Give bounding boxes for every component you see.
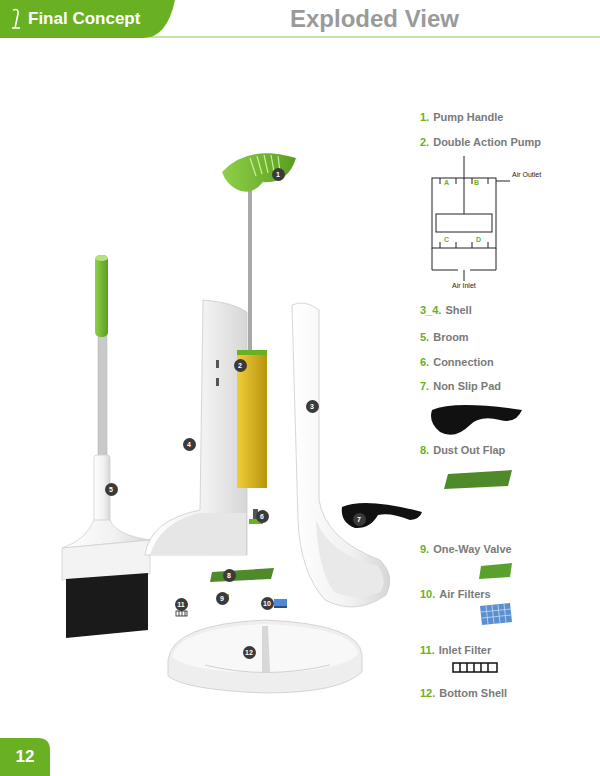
- callout-number: 4: [183, 438, 196, 451]
- port-label: Air Outlet: [512, 171, 541, 178]
- port-label: Air Inlet: [452, 282, 476, 289]
- valve-label: A: [444, 179, 449, 186]
- callout-number: 10: [261, 597, 274, 610]
- pump-schematic: [432, 156, 510, 281]
- part-name: Bottom Shell: [439, 687, 507, 699]
- part-number: 11.: [420, 644, 435, 656]
- part-name: Double Action Pump: [433, 136, 541, 148]
- part-number: 3_4.: [420, 304, 441, 316]
- valve-label: D: [476, 236, 481, 243]
- header-tab: Final Concept: [0, 0, 175, 38]
- valve-label: B: [474, 179, 479, 186]
- shell-left: [145, 300, 247, 555]
- shape-fill: [0, 738, 50, 776]
- callout-number: 12: [243, 646, 256, 659]
- part-number: 8.: [420, 444, 429, 456]
- shell-right: [292, 303, 390, 607]
- callout-number: 3: [306, 400, 319, 413]
- non-slip-pad: [342, 503, 422, 528]
- callout-number: 1: [272, 168, 285, 181]
- part-number: 10.: [420, 588, 435, 600]
- part-number: 7.: [420, 380, 429, 392]
- part-name: Pump Handle: [433, 111, 503, 123]
- callout-number: 2: [234, 359, 247, 372]
- part-name: Dust Out Flap: [433, 444, 505, 456]
- part-name: Shell: [445, 304, 471, 316]
- callout-number: 5: [105, 483, 118, 496]
- callout-number: 7: [353, 513, 366, 526]
- logo-icon: [12, 10, 20, 29]
- bottom-shell: [168, 620, 362, 693]
- part-name: Inlet Filter: [439, 644, 492, 656]
- page-number-badge: 12: [0, 738, 50, 776]
- part-number: 5.: [420, 331, 429, 343]
- part-number: 6.: [420, 356, 429, 368]
- filter-icon: [480, 603, 512, 625]
- part-number: 2.: [420, 136, 429, 148]
- part-number: 1.: [420, 111, 429, 123]
- page-number: 12: [0, 747, 50, 767]
- pad-icon: [431, 405, 522, 435]
- part-number: 9.: [420, 543, 429, 555]
- part-name: One-Way Valve: [433, 543, 511, 555]
- part-name: Air Filters: [439, 588, 490, 600]
- part-name: Non Slip Pad: [433, 380, 501, 392]
- broom: [62, 255, 150, 638]
- header-rule: [150, 37, 600, 38]
- pump: [222, 153, 296, 488]
- valve-icon: [479, 563, 512, 579]
- header-label: Final Concept: [28, 9, 140, 29]
- valve-label: C: [444, 236, 449, 243]
- callout-number: 6: [256, 510, 269, 523]
- part-name: Broom: [433, 331, 468, 343]
- part-number: 12.: [420, 687, 435, 699]
- callout-number: 11: [175, 598, 188, 611]
- air-filter: [274, 599, 287, 608]
- flap-icon: [444, 470, 512, 489]
- dust-out-flap: [210, 568, 274, 582]
- part-name: Connection: [433, 356, 494, 368]
- callout-number: 9: [216, 592, 229, 605]
- shape-fill: [0, 0, 175, 38]
- inlet-filter-icon: [453, 663, 497, 672]
- inlet-filter: [176, 611, 187, 616]
- page-title: Exploded View: [290, 5, 459, 33]
- callout-number: 8: [223, 569, 236, 582]
